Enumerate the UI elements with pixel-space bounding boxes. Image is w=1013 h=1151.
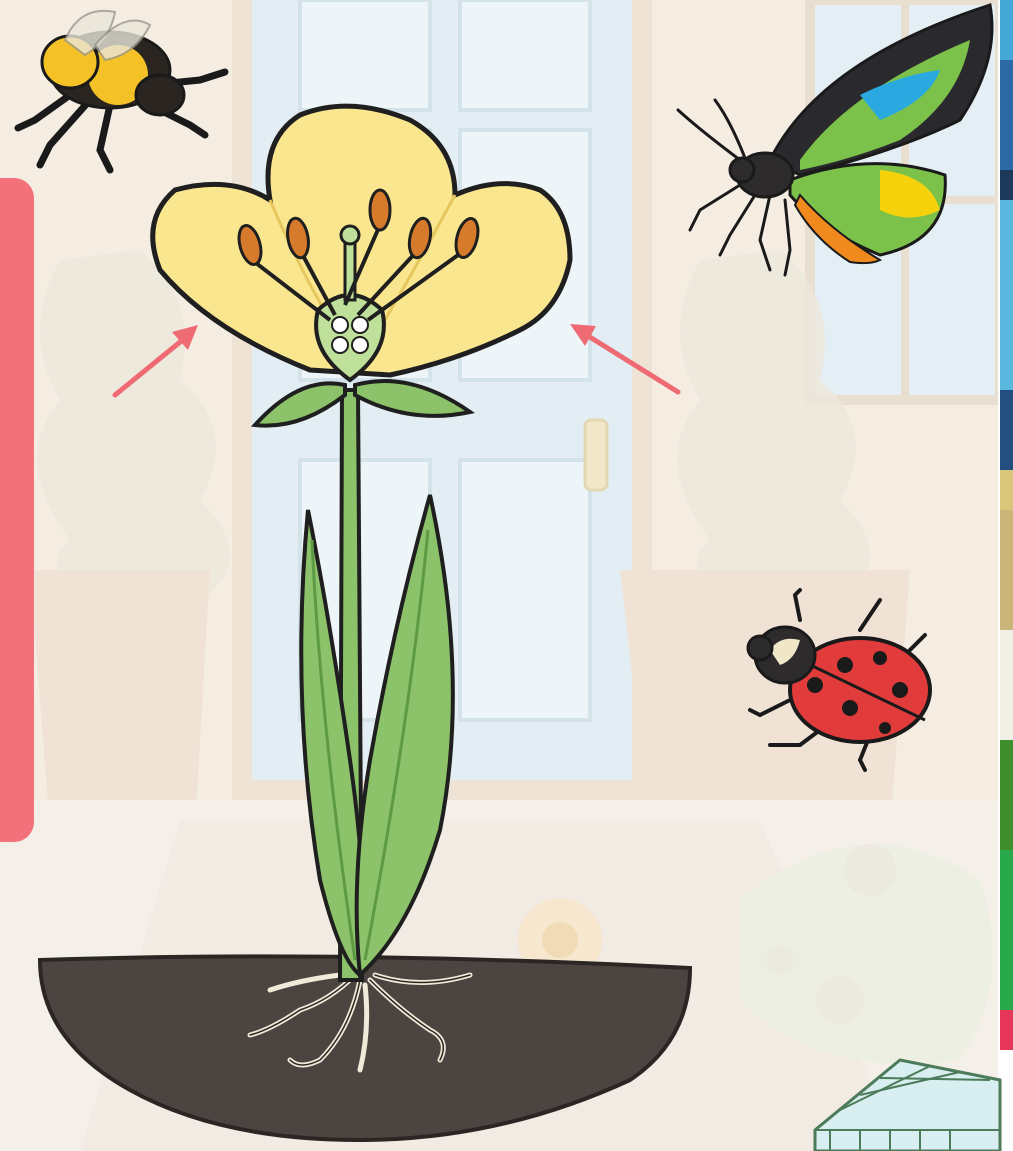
greenhouse-icon [0, 0, 1013, 1151]
plant-scene [0, 0, 1013, 1151]
